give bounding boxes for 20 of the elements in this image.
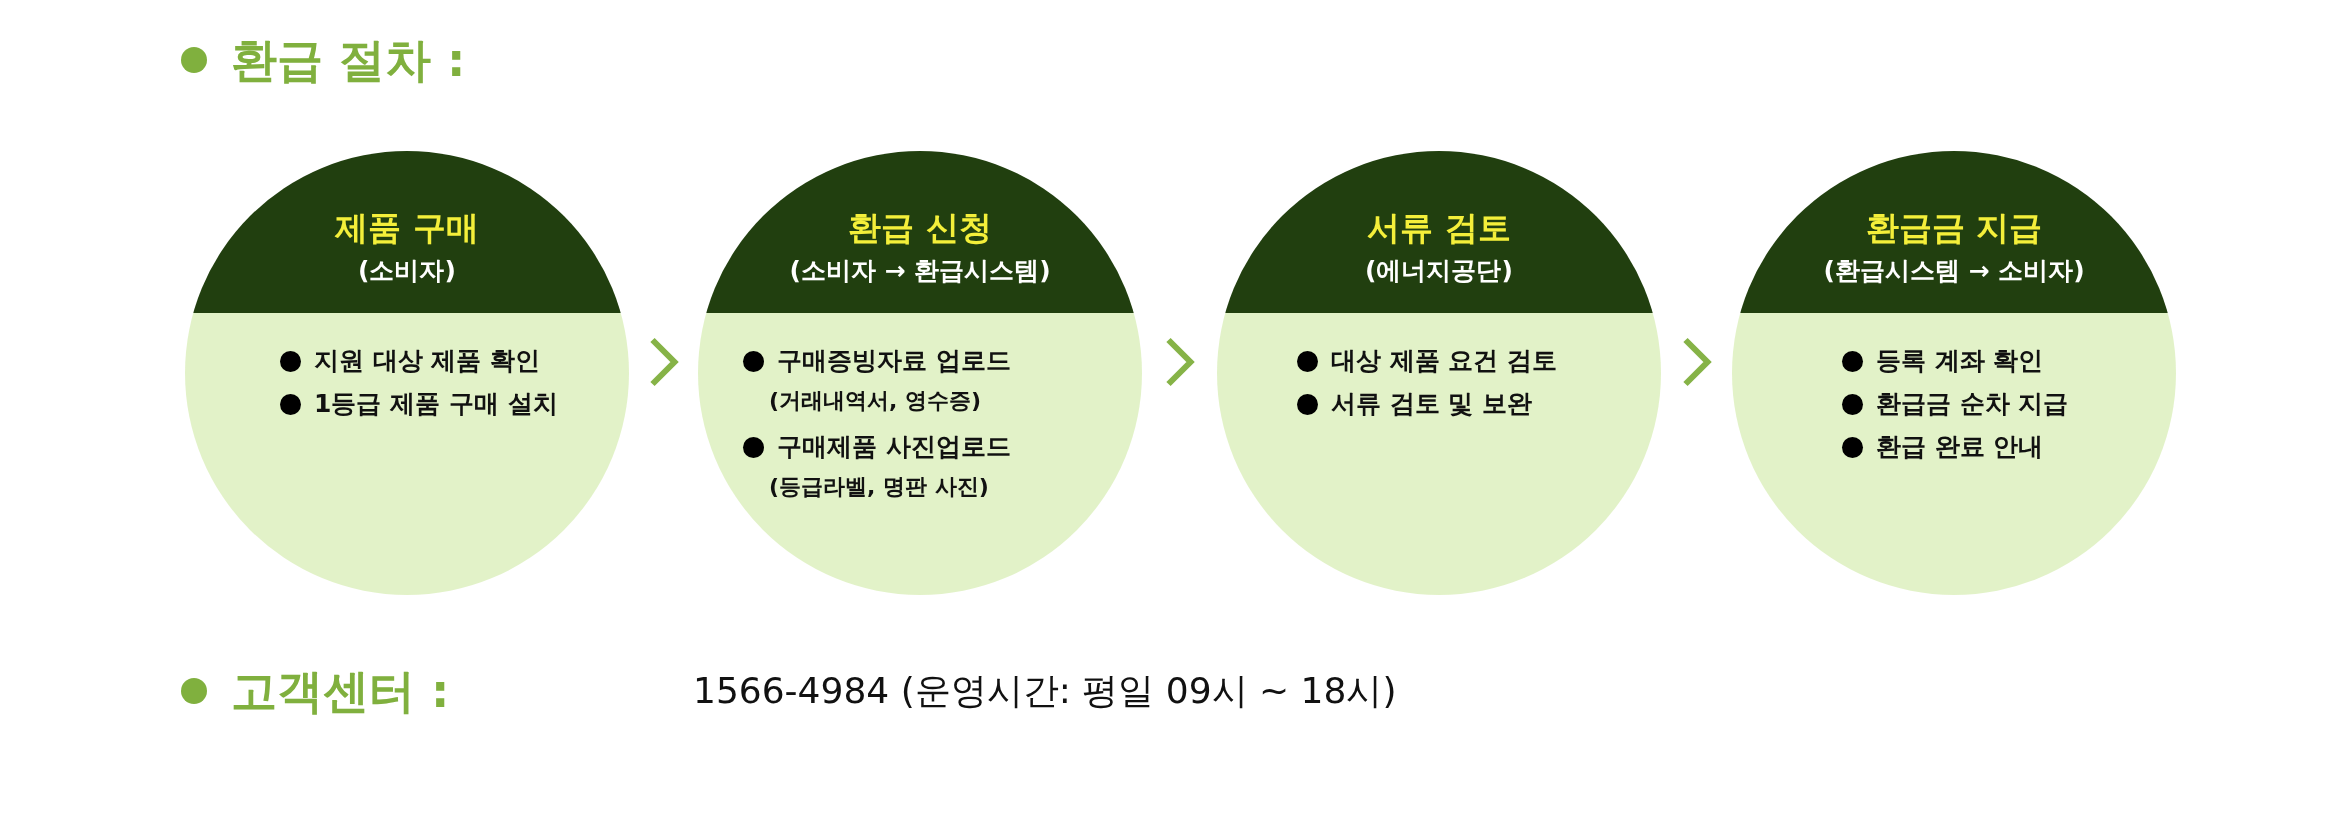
step-subtitle: (소비자 → 환급시스템) xyxy=(788,255,1052,287)
bullet-item: 구매증빙자료 업로드 (거래내역서, 영수증) xyxy=(743,341,1011,421)
contact-text: 1566-4984 (운영시간: 평일 09시 ~ 18시) xyxy=(693,669,1397,713)
bullet-item: 환급금 순차 지급 xyxy=(1842,384,2069,424)
step-title: 환급 신청 xyxy=(847,207,993,249)
bullet-item: 등록 계좌 확인 xyxy=(1842,341,2044,381)
bullet-item: 환급 완료 안내 xyxy=(1842,427,2044,467)
bullet-item: 1등급 제품 구매 설치 xyxy=(280,384,558,424)
step-title: 환급금 지급 xyxy=(1864,207,2044,249)
bullet-item: 대상 제품 요건 검토 xyxy=(1297,341,1558,381)
step-title: 서류 검토 xyxy=(1366,207,1512,249)
bullet-item: 지원 대상 제품 확인 xyxy=(280,341,541,381)
step-subtitle: (소비자) xyxy=(357,255,457,287)
section-heading: 환급 절차 : xyxy=(181,30,466,90)
section-heading: 고객센터 : xyxy=(181,661,450,721)
bullet-item: 서류 검토 및 보완 xyxy=(1297,384,1533,424)
bullet-item: 구매제품 사진업로드 (등급라벨, 명판 사진) xyxy=(743,427,1011,507)
step-title: 제품 구매 xyxy=(334,207,480,249)
step-subtitle: (에너지공단) xyxy=(1364,255,1514,287)
step-subtitle: (환급시스템 → 소비자) xyxy=(1822,255,2086,287)
